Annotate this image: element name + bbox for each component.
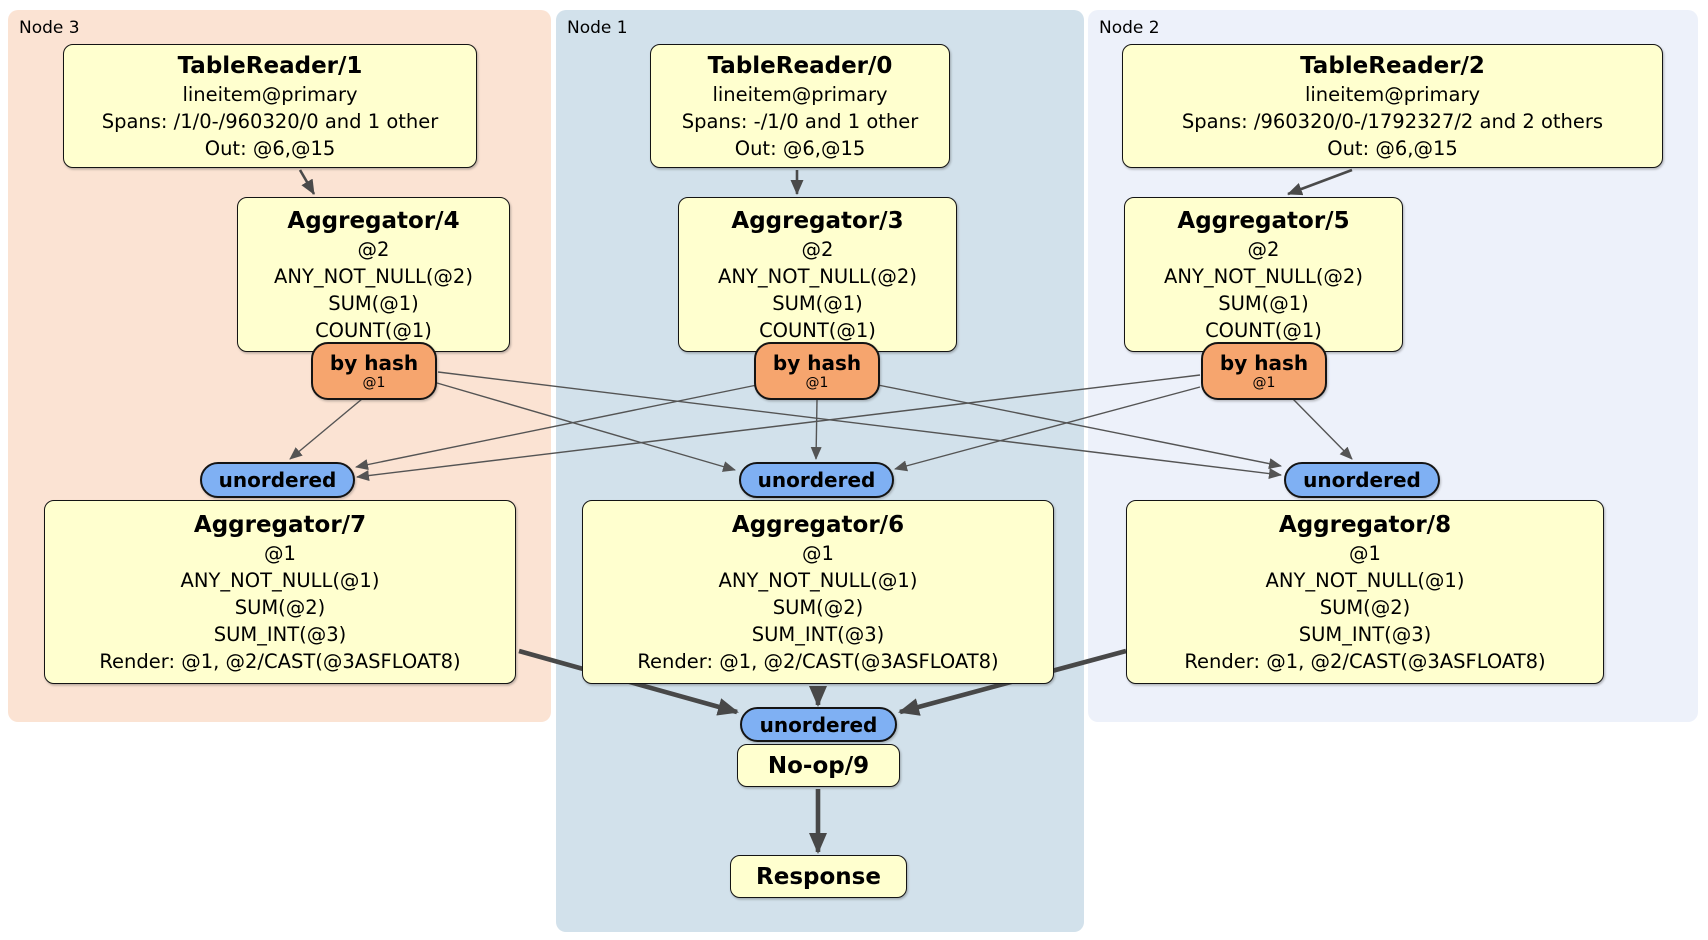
- box-line: @2: [801, 237, 834, 261]
- box-line: ANY_NOT_NULL(@1): [1265, 568, 1465, 592]
- sync-badge-unordered-node3: unordered: [200, 462, 355, 498]
- box-title: Aggregator/3: [731, 207, 904, 234]
- plan-box-response: Response: [730, 855, 907, 898]
- box-title: TableReader/0: [707, 52, 893, 79]
- sync-badge-unordered-node2: unordered: [1284, 462, 1440, 498]
- box-title: Aggregator/7: [193, 511, 367, 538]
- box-line: @2: [357, 237, 390, 261]
- box-line: COUNT(@1): [1205, 318, 1322, 342]
- box-title: Aggregator/8: [1278, 511, 1452, 538]
- box-title: TableReader/2: [1300, 52, 1485, 79]
- box-line: SUM(@2): [772, 595, 864, 619]
- router-sublabel: @1: [805, 374, 829, 391]
- box-line: Out: @6,@15: [1327, 136, 1458, 160]
- box-line: Render: @1, @2/CAST(@3ASFLOAT8): [637, 649, 999, 673]
- router-badge-by-hash-node1: by hash @1: [754, 342, 880, 400]
- box-line: COUNT(@1): [759, 318, 876, 342]
- box-line: lineitem@primary: [182, 82, 358, 106]
- router-badge-by-hash-node2: by hash @1: [1201, 342, 1327, 400]
- box-title: Aggregator/5: [1177, 207, 1350, 234]
- plan-box-aggregator-6: Aggregator/6 @1 ANY_NOT_NULL(@1) SUM(@2)…: [582, 500, 1054, 684]
- box-line: Out: @6,@15: [734, 136, 866, 160]
- box-line: Spans: /960320/0-/1792327/2 and 2 others: [1181, 109, 1604, 133]
- box-line: SUM(@1): [328, 291, 419, 315]
- sync-label: unordered: [759, 712, 878, 737]
- plan-box-noop-9: No-op/9: [737, 744, 900, 787]
- sync-label: unordered: [218, 468, 337, 492]
- box-line: @1: [264, 541, 296, 565]
- plan-box-aggregator-3: Aggregator/3 @2 ANY_NOT_NULL(@2) SUM(@1)…: [678, 197, 957, 352]
- box-line: SUM(@1): [1218, 291, 1309, 315]
- box-line: @1: [1349, 541, 1381, 565]
- box-line: ANY_NOT_NULL(@2): [274, 264, 473, 288]
- box-line: SUM(@1): [772, 291, 863, 315]
- sync-label: unordered: [1303, 468, 1421, 492]
- box-line: Out: @6,@15: [204, 136, 336, 160]
- plan-box-aggregator-5: Aggregator/5 @2 ANY_NOT_NULL(@2) SUM(@1)…: [1124, 197, 1403, 352]
- box-title: Aggregator/6: [731, 511, 905, 538]
- box-line: @2: [1247, 237, 1280, 261]
- router-badge-by-hash-node3: by hash @1: [311, 342, 437, 400]
- plan-box-aggregator-4: Aggregator/4 @2 ANY_NOT_NULL(@2) SUM(@1)…: [237, 197, 510, 352]
- plan-box-tablereader-1: TableReader/1 lineitem@primary Spans: /1…: [63, 44, 477, 168]
- box-line: Spans: -/1/0 and 1 other: [681, 109, 919, 133]
- box-line: SUM_INT(@3): [751, 622, 885, 646]
- box-line: COUNT(@1): [315, 318, 432, 342]
- box-line: SUM(@2): [234, 595, 326, 619]
- router-label: by hash: [1219, 350, 1309, 375]
- sync-badge-unordered-final: unordered: [740, 707, 897, 742]
- box-line: ANY_NOT_NULL(@1): [180, 568, 380, 592]
- box-line: Render: @1, @2/CAST(@3ASFLOAT8): [1184, 649, 1546, 673]
- plan-box-aggregator-8: Aggregator/8 @1 ANY_NOT_NULL(@1) SUM(@2)…: [1126, 500, 1604, 684]
- box-line: Render: @1, @2/CAST(@3ASFLOAT8): [99, 649, 461, 673]
- box-title: TableReader/1: [177, 52, 363, 79]
- box-line: ANY_NOT_NULL(@2): [718, 264, 917, 288]
- router-label: by hash: [329, 350, 419, 375]
- box-title: Aggregator/4: [287, 207, 460, 234]
- panel-node-1-label: Node 1: [567, 18, 628, 38]
- box-title: No-op/9: [767, 752, 870, 779]
- sync-label: unordered: [757, 468, 876, 492]
- plan-box-tablereader-2: TableReader/2 lineitem@primary Spans: /9…: [1122, 44, 1663, 168]
- sync-badge-unordered-node1: unordered: [739, 462, 894, 498]
- plan-box-tablereader-0: TableReader/0 lineitem@primary Spans: -/…: [650, 44, 950, 168]
- router-label: by hash: [772, 350, 862, 375]
- box-line: @1: [802, 541, 834, 565]
- box-line: Spans: /1/0-/960320/0 and 1 other: [101, 109, 439, 133]
- box-line: ANY_NOT_NULL(@1): [718, 568, 918, 592]
- box-line: lineitem@primary: [1304, 82, 1481, 106]
- router-sublabel: @1: [1252, 374, 1276, 391]
- box-line: lineitem@primary: [712, 82, 888, 106]
- box-line: SUM(@2): [1319, 595, 1411, 619]
- box-line: ANY_NOT_NULL(@2): [1164, 264, 1363, 288]
- panel-node-2-label: Node 2: [1099, 18, 1160, 38]
- box-title: Response: [756, 863, 881, 890]
- box-line: SUM_INT(@3): [213, 622, 347, 646]
- panel-node-3-label: Node 3: [19, 18, 80, 38]
- plan-box-aggregator-7: Aggregator/7 @1 ANY_NOT_NULL(@1) SUM(@2)…: [44, 500, 516, 684]
- router-sublabel: @1: [362, 374, 386, 391]
- box-line: SUM_INT(@3): [1298, 622, 1432, 646]
